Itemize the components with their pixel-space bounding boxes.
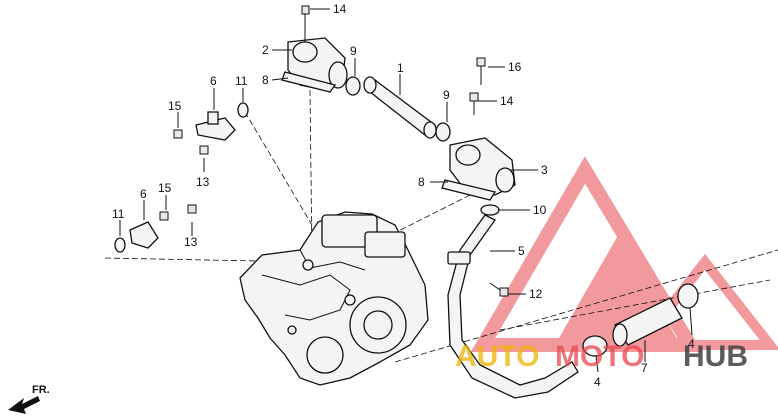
callout-10: 10 bbox=[533, 203, 547, 217]
thermostat-cover bbox=[281, 5, 348, 93]
o-ring-9-right bbox=[435, 122, 451, 142]
o-ring-10 bbox=[480, 204, 500, 216]
hose-clamps-4 bbox=[582, 283, 699, 357]
callout-4-right: 4 bbox=[688, 337, 695, 351]
o-ring-9-top bbox=[345, 76, 361, 96]
callout-9-right: 9 bbox=[443, 88, 450, 102]
callout-12: 12 bbox=[529, 287, 543, 301]
callout-8-top: 8 bbox=[262, 73, 269, 87]
front-direction-arrow: FR. bbox=[8, 384, 50, 414]
callout-14-top: 14 bbox=[333, 2, 347, 16]
callout-16: 16 bbox=[508, 60, 522, 74]
callout-9-top: 9 bbox=[350, 44, 357, 58]
thermostat-housing bbox=[441, 137, 516, 201]
watermark-text-moto: MOTO bbox=[555, 340, 644, 373]
callout-2: 2 bbox=[262, 43, 269, 57]
left-fitting-upper bbox=[173, 102, 249, 155]
watermark-text-auto: AUTO bbox=[455, 340, 539, 373]
front-arrow-label: FR. bbox=[32, 384, 50, 396]
engine-block bbox=[239, 211, 429, 386]
callout-labels: 14 2 8 9 1 16 9 14 6 11 15 13 3 8 10 6 1… bbox=[112, 2, 695, 389]
callout-15-lower: 15 bbox=[158, 181, 172, 195]
callout-8-right: 8 bbox=[418, 175, 425, 189]
callout-14-right: 14 bbox=[500, 94, 514, 108]
callout-11-upper: 11 bbox=[235, 74, 248, 88]
callout-13-upper: 13 bbox=[196, 175, 210, 189]
watermark-text: AUTO MOTO HUB bbox=[455, 340, 748, 373]
callout-15-upper: 15 bbox=[168, 99, 182, 113]
callout-6-upper: 6 bbox=[210, 74, 217, 88]
water-pipe-1 bbox=[363, 76, 437, 139]
callout-4-left: 4 bbox=[594, 375, 601, 389]
callout-7: 7 bbox=[641, 361, 648, 375]
hose-7 bbox=[612, 297, 683, 347]
callout-11-lower: 11 bbox=[112, 207, 125, 221]
callout-5: 5 bbox=[518, 244, 525, 258]
callout-3: 3 bbox=[541, 163, 548, 177]
watermark-text-hub: HUB bbox=[683, 340, 748, 373]
water-pipe-5 bbox=[447, 214, 579, 399]
callout-6-lower: 6 bbox=[140, 187, 147, 201]
left-fitting-lower bbox=[114, 204, 197, 253]
callout-13-lower: 13 bbox=[184, 235, 198, 249]
leader-lines bbox=[119, 8, 693, 373]
callout-1: 1 bbox=[397, 61, 404, 75]
bolts-right bbox=[469, 57, 486, 115]
bolt-12 bbox=[489, 282, 509, 297]
